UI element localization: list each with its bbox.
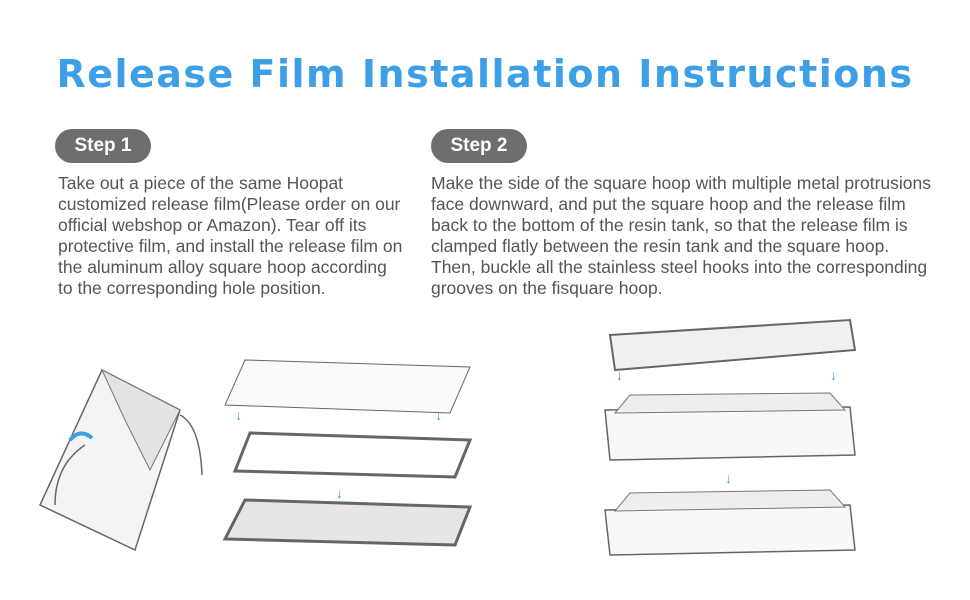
- down-arrow-icon: ↓: [616, 367, 623, 383]
- step-2-description: Make the side of the square hoop with mu…: [431, 173, 931, 298]
- arrow-icon: [68, 431, 94, 442]
- down-arrow-icon: ↓: [235, 407, 242, 423]
- step-2-badge: Step 2: [431, 129, 527, 163]
- step-1-badge: Step 1: [55, 129, 151, 163]
- film-hoop-stack-illustration: ↓ ↓ ↓: [222, 359, 473, 547]
- down-arrow-icon: ↓: [830, 367, 837, 383]
- peeling-film-illustration: [39, 368, 203, 552]
- down-arrow-icon: ↓: [435, 407, 442, 423]
- down-arrow-icon: ↓: [336, 485, 343, 501]
- resin-tank-illustration: ↓ ↓ ↓: [604, 318, 857, 556]
- page-title: Release Film Installation Instructions: [56, 52, 914, 96]
- step-1-description: Take out a piece of the same Hoopat cust…: [58, 173, 403, 298]
- down-arrow-icon: ↓: [725, 470, 732, 486]
